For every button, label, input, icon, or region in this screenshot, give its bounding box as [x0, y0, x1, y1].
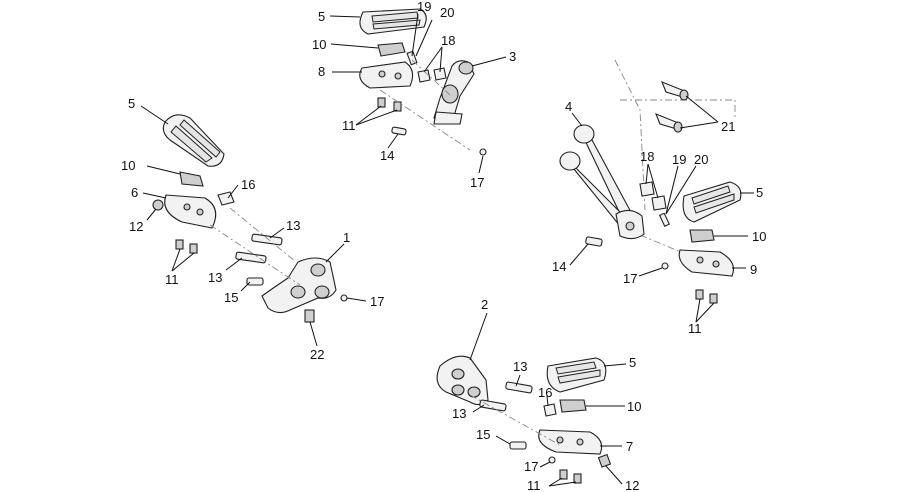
clip-17-bottom: [548, 456, 556, 464]
clip-17-right: [661, 262, 669, 270]
callout-5: 5: [128, 96, 135, 111]
callout-20: 20: [694, 152, 708, 167]
callout-13: 13: [286, 218, 300, 233]
callout-9: 9: [750, 262, 757, 277]
front-bracket-2: [436, 355, 489, 406]
plate-10-left: [179, 171, 204, 187]
bolt-13-left-b: [235, 251, 267, 264]
footpeg-9: [678, 249, 735, 277]
bolts-21: [655, 81, 689, 133]
callout-11: 11: [688, 321, 702, 336]
callout-18: 18: [441, 33, 455, 48]
callout-20: 20: [440, 5, 454, 20]
bolt-13-left-a: [251, 233, 283, 246]
bolts-11-bottom: [559, 469, 582, 484]
nut-22: [304, 309, 315, 323]
pin-15-left: [246, 277, 264, 286]
callout-17: 17: [470, 175, 484, 190]
pin-15-bottom: [509, 441, 527, 450]
callout-7: 7: [626, 439, 633, 454]
footpeg-rubber-bottom: [546, 357, 607, 393]
callout-labels: 5 10 8 19 20 18 3 11 14 17 5 10 6 12 16 …: [121, 0, 766, 492]
plate-10-right: [689, 229, 715, 243]
bolt-12-left: [152, 199, 164, 211]
callout-3: 3: [509, 49, 516, 64]
callout-14: 14: [552, 259, 566, 274]
callout-12: 12: [625, 478, 639, 492]
callout-10: 10: [752, 229, 766, 244]
callout-10: 10: [121, 158, 135, 173]
footpeg-rubber-left: [162, 114, 225, 167]
callout-19: 19: [672, 152, 686, 167]
callout-11: 11: [527, 478, 541, 492]
spring-pin-top: [406, 50, 418, 66]
leader-lines: [140, 13, 754, 487]
callout-1: 1: [343, 230, 350, 245]
callout-11: 11: [165, 272, 179, 287]
callout-19: 19: [417, 0, 431, 14]
callout-21: 21: [721, 119, 735, 134]
bolt-12-bottom: [597, 453, 612, 468]
clip-17-left: [340, 294, 348, 302]
group-top-center: [359, 8, 487, 156]
footpeg-rubber-right: [682, 181, 742, 223]
callout-13: 13: [513, 359, 527, 374]
callout-13: 13: [452, 406, 466, 421]
callout-2: 2: [481, 297, 488, 312]
clip-18-right-b: [651, 195, 667, 211]
callout-4: 4: [565, 99, 572, 114]
callout-17: 17: [623, 271, 637, 286]
group-bottom: [436, 355, 612, 484]
spring-pin-right: [658, 212, 670, 228]
footpeg-6: [164, 194, 217, 229]
callout-16: 16: [241, 177, 255, 192]
callout-10: 10: [627, 399, 641, 414]
pin-14-right: [585, 236, 603, 247]
callout-5: 5: [318, 9, 325, 24]
callout-18: 18: [640, 149, 654, 164]
plate-10-top: [377, 42, 406, 57]
footpeg-8: [359, 61, 414, 89]
callout-10: 10: [312, 37, 326, 52]
clip-18-right-a: [639, 181, 655, 197]
callout-5: 5: [629, 355, 636, 370]
callout-15: 15: [476, 427, 490, 442]
callout-6: 6: [131, 185, 138, 200]
bolts-11-top: [377, 97, 402, 112]
callout-17: 17: [524, 459, 538, 474]
shift-lever-4: [559, 124, 645, 240]
callout-22: 22: [310, 347, 324, 362]
callout-16: 16: [538, 385, 552, 400]
callout-13: 13: [208, 270, 222, 285]
callout-8: 8: [318, 64, 325, 79]
callout-17: 17: [370, 294, 384, 309]
group-right: [559, 59, 742, 304]
callout-15: 15: [224, 290, 238, 305]
callout-14: 14: [380, 148, 394, 163]
clip-16-bottom: [543, 403, 557, 417]
footpeg-rubber-top: [359, 8, 427, 35]
bolt-13-bottom-b: [479, 399, 507, 412]
pin-14-top: [391, 126, 407, 136]
callout-5: 5: [756, 185, 763, 200]
plate-10-bottom: [559, 399, 587, 413]
callout-12: 12: [129, 219, 143, 234]
clip-17-top: [479, 148, 487, 156]
front-bracket-1: [261, 257, 337, 314]
bolt-13-bottom-a: [505, 381, 533, 394]
callout-11: 11: [342, 118, 356, 133]
group-left: [152, 114, 348, 323]
rear-bracket-3: [433, 60, 475, 125]
footpeg-7: [538, 429, 603, 455]
